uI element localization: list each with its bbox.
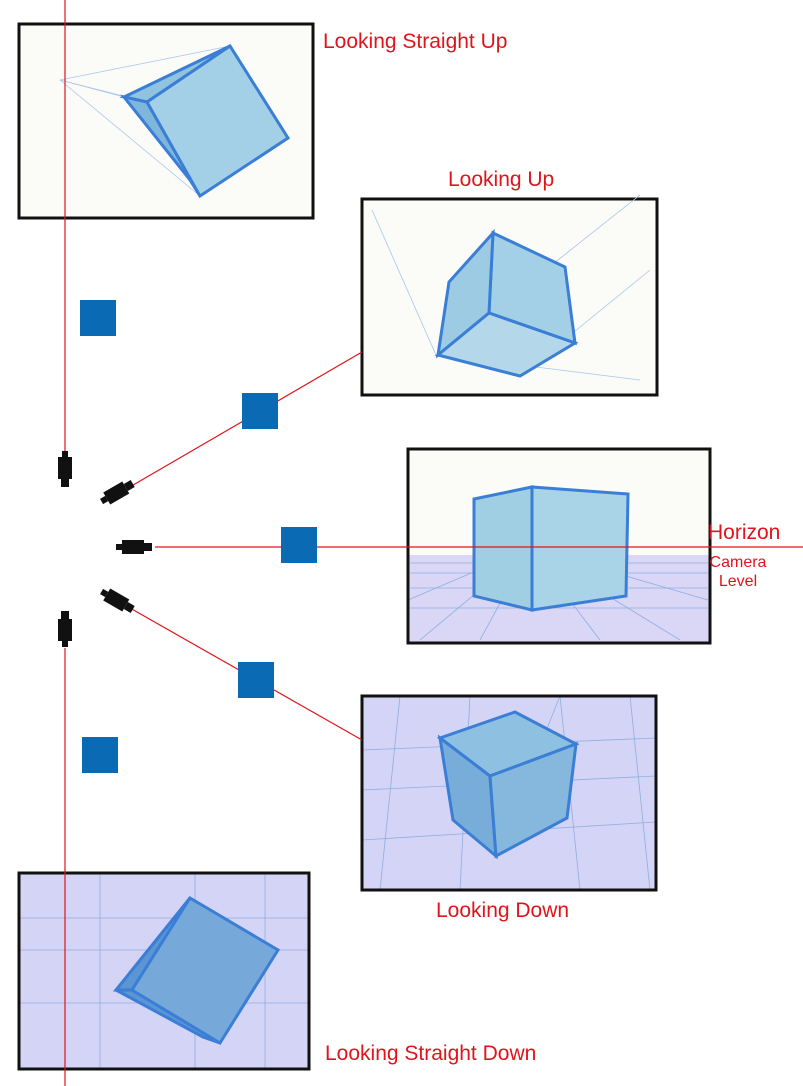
panel-looking-up: [360, 194, 659, 397]
cube-looking-down: [436, 710, 580, 860]
label-camera-level-line2: Level: [718, 573, 758, 591]
cube-looking-up: [434, 228, 579, 378]
marker-square: [238, 662, 274, 698]
camera-icon: [100, 588, 135, 613]
camera-icon: [58, 451, 72, 487]
camera-icon: [100, 480, 135, 505]
cube-camera-level: [472, 485, 630, 612]
label-looking-straight-down: Looking Straight Down: [325, 1042, 537, 1065]
label-camera-level-line1: Camera: [709, 554, 767, 571]
panel-looking-straight-up: [17, 22, 315, 220]
panel-looking-straight-down: [17, 871, 311, 1071]
label-horizon: Horizon: [708, 521, 781, 544]
cube-straight-up: [119, 43, 291, 199]
marker-square: [281, 527, 317, 563]
camera-icon: [116, 540, 152, 554]
marker-square: [82, 737, 118, 773]
marker-square: [242, 393, 278, 429]
cube-straight-down: [112, 895, 281, 1046]
panel-looking-down: [360, 694, 658, 892]
cameras: [58, 451, 152, 647]
camera-icon: [58, 611, 72, 647]
markers: [80, 300, 317, 773]
label-camera-level: Camera Level: [708, 553, 768, 591]
label-looking-up: Looking Up: [448, 168, 555, 191]
panel-camera-level: [406, 447, 712, 645]
label-looking-down: Looking Down: [436, 899, 570, 922]
marker-square: [80, 300, 116, 336]
label-looking-straight-up: Looking Straight Up: [323, 30, 508, 53]
